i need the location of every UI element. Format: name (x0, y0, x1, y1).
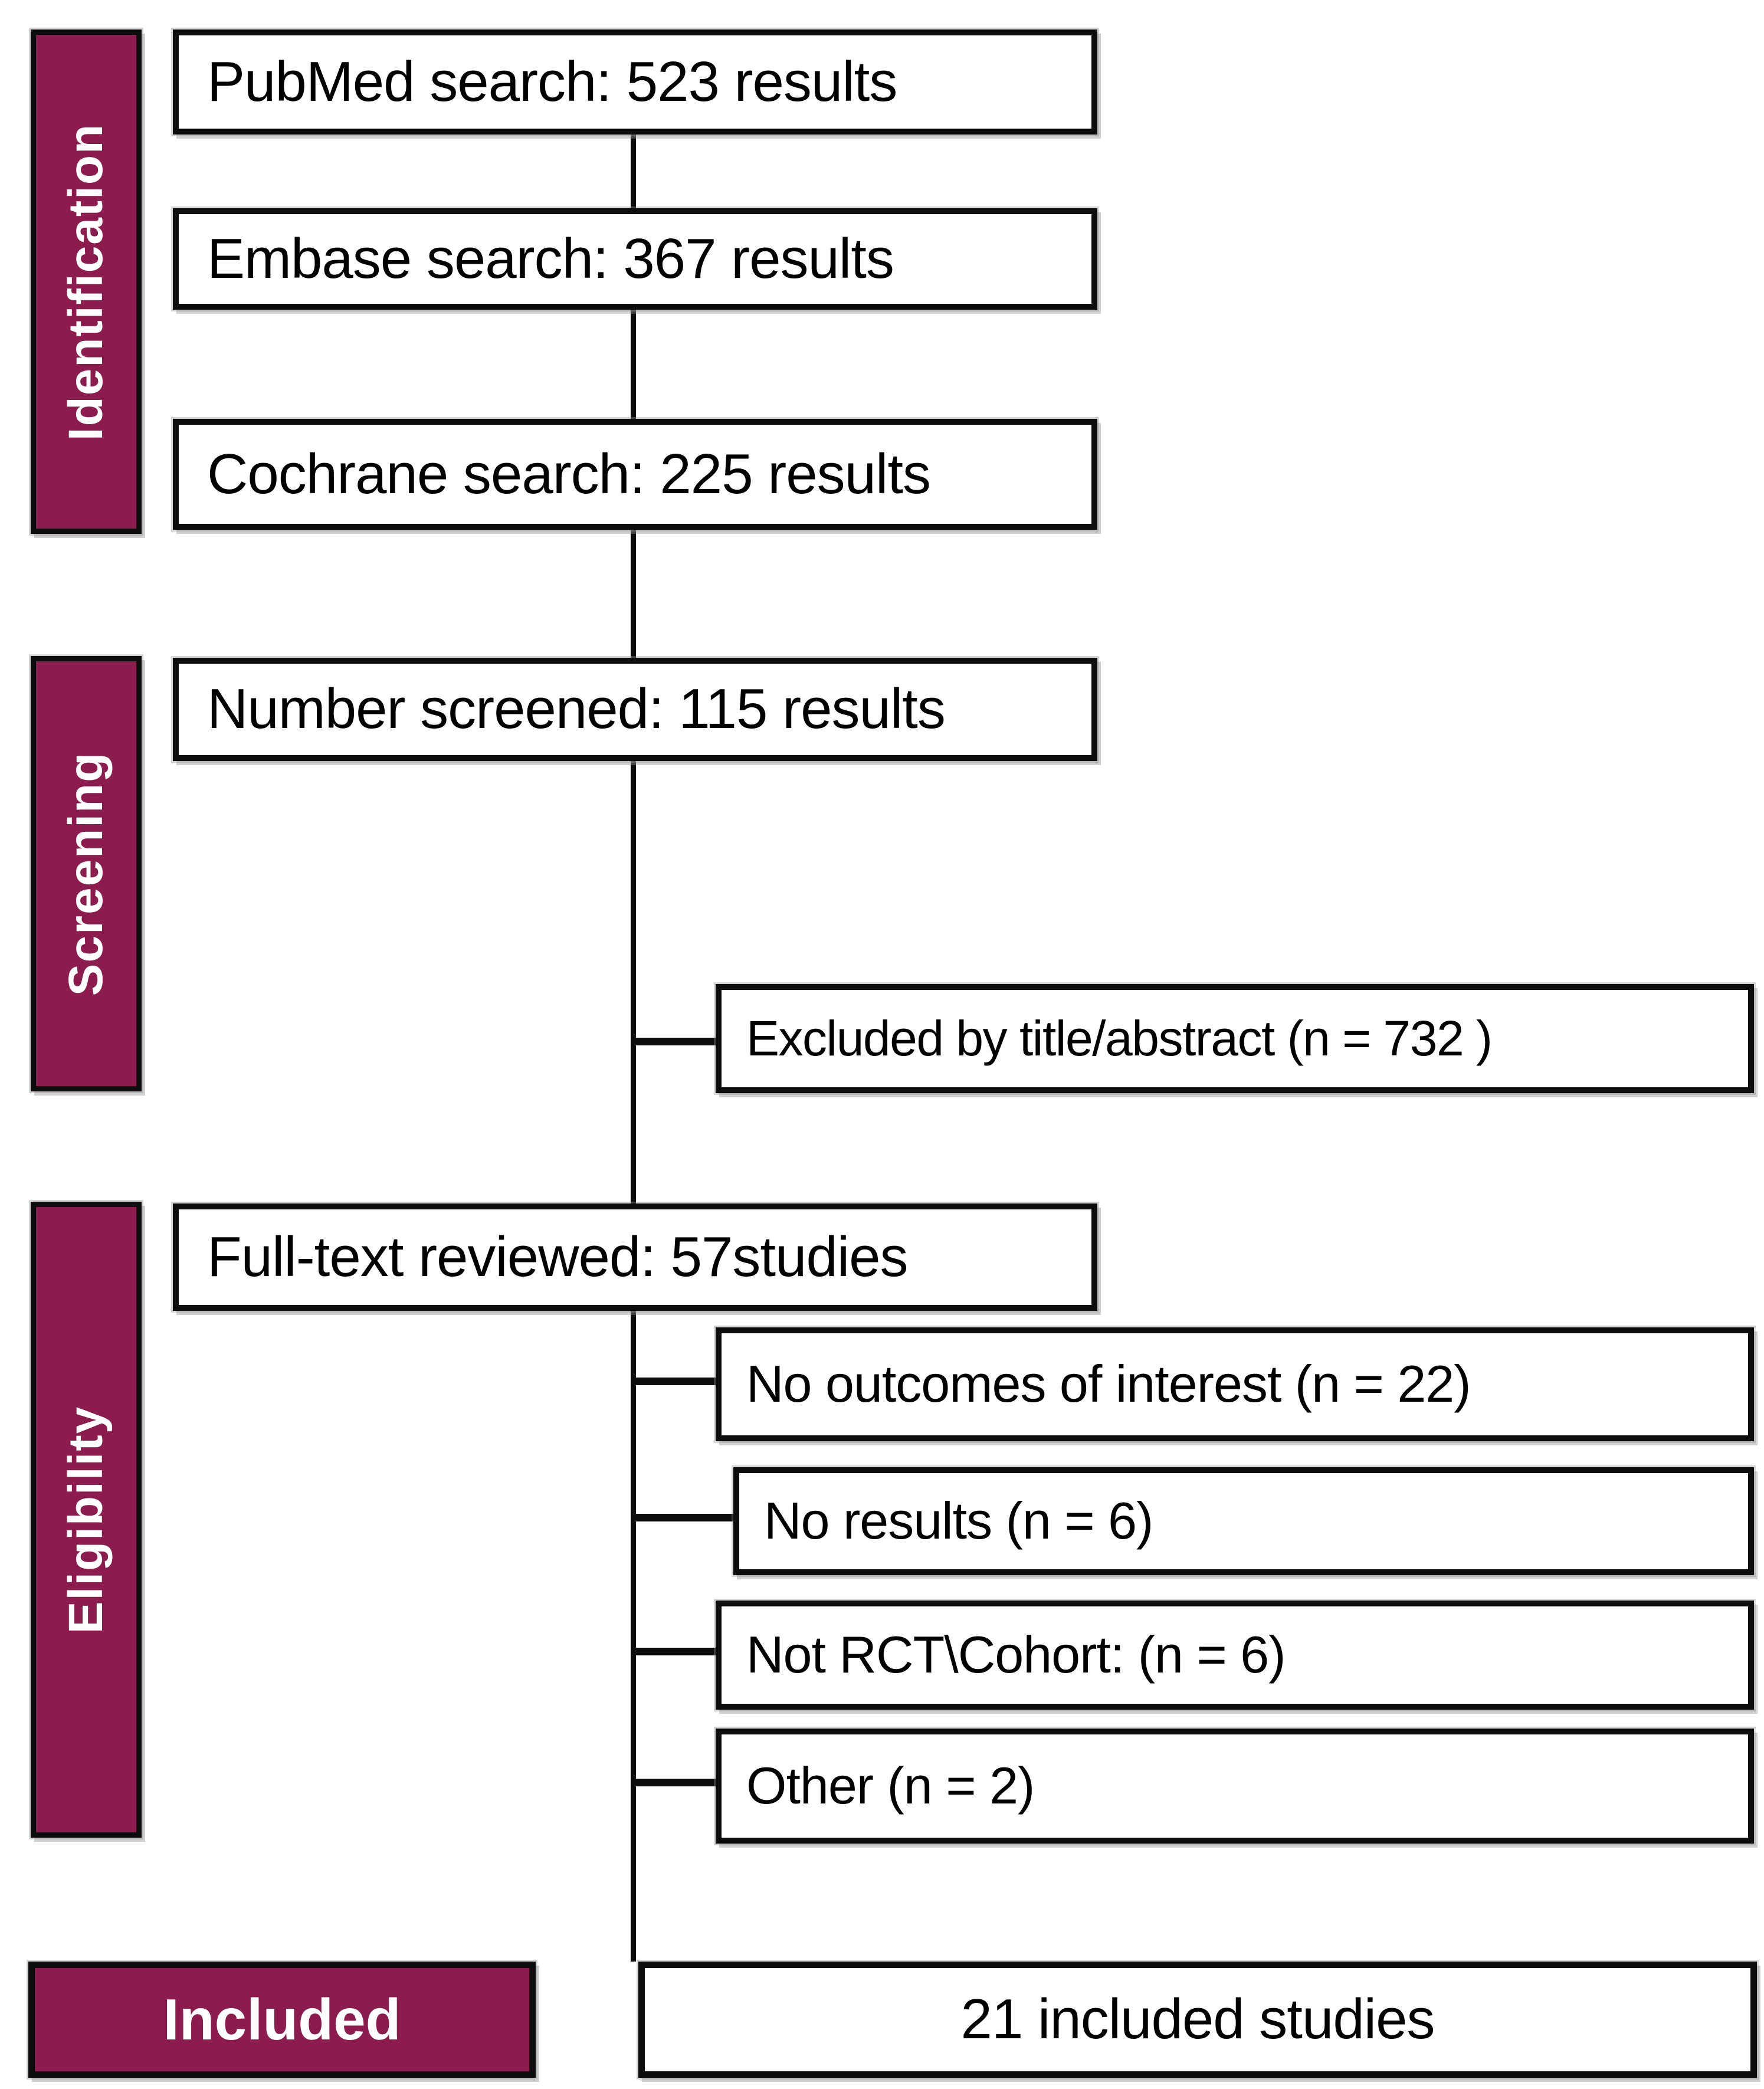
box-excluded-title-abstract-label: Excluded by title/abstract (n = 732 ) (746, 1011, 1493, 1067)
connector-excluded (631, 1038, 727, 1045)
box-number-screened: Number screened: 115 results (173, 658, 1097, 761)
stage-label-identification: Identification (59, 123, 113, 441)
flow-trunk-line (631, 135, 636, 1962)
box-pubmed-search: PubMed search: 523 results (173, 29, 1097, 135)
box-included-studies: 21 included studies (638, 1962, 1757, 2078)
box-no-outcomes-label: No outcomes of interest (n = 22) (746, 1355, 1471, 1414)
stage-label-eligibility: Eligibility (59, 1405, 113, 1634)
box-not-rct-cohort-label: Not RCT\Cohort: (n = 6) (746, 1625, 1286, 1684)
stage-bar-identification: Identification (31, 29, 142, 534)
connector-other (631, 1779, 727, 1786)
box-other-exclusions-label: Other (n = 2) (746, 1756, 1035, 1815)
stage-bar-eligibility: Eligibility (31, 1202, 142, 1838)
box-excluded-title-abstract: Excluded by title/abstract (n = 732 ) (716, 984, 1754, 1093)
box-no-outcomes: No outcomes of interest (n = 22) (716, 1327, 1754, 1441)
box-not-rct-cohort: Not RCT\Cohort: (n = 6) (716, 1601, 1754, 1710)
stage-bar-screening: Screening (31, 656, 142, 1091)
stage-bar-included: Included (28, 1962, 536, 2078)
box-embase-search-label: Embase search: 367 results (207, 227, 894, 290)
box-number-screened-label: Number screened: 115 results (207, 677, 946, 741)
box-cochrane-search-label: Cochrane search: 225 results (207, 442, 931, 506)
box-pubmed-search-label: PubMed search: 523 results (207, 50, 897, 113)
box-no-results-label: No results (n = 6) (764, 1491, 1153, 1550)
box-embase-search: Embase search: 367 results (173, 208, 1097, 310)
stage-label-included: Included (163, 1987, 401, 2052)
box-fulltext-reviewed-label: Full-text reviewed: 57studies (207, 1225, 909, 1288)
connector-no-outcomes (631, 1378, 727, 1385)
box-no-results: No results (n = 6) (733, 1467, 1754, 1575)
box-other-exclusions: Other (n = 2) (716, 1729, 1754, 1844)
stage-label-screening: Screening (59, 751, 113, 996)
box-cochrane-search: Cochrane search: 225 results (173, 419, 1097, 530)
box-fulltext-reviewed: Full-text reviewed: 57studies (173, 1203, 1097, 1311)
box-included-studies-label: 21 included studies (960, 1988, 1435, 2051)
connector-not-rct-cohort (631, 1648, 727, 1655)
connector-no-results (631, 1514, 745, 1521)
